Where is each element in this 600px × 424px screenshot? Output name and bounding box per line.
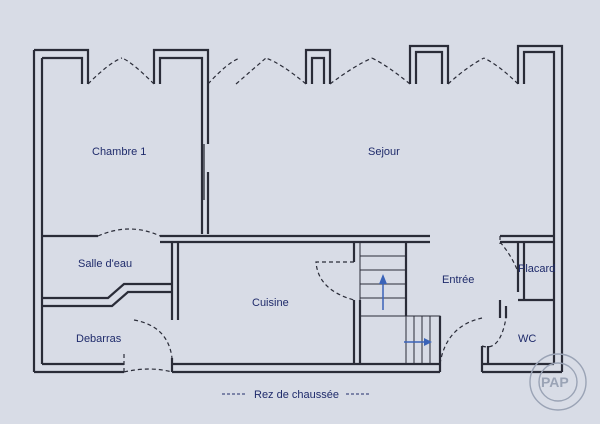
room-labels: Chambre 1 Sejour Salle d'eau Cuisine Ent…	[76, 146, 555, 345]
outer-walls	[32, 44, 564, 374]
label-wc: WC	[518, 333, 536, 345]
door-swings	[97, 228, 519, 373]
label-cuisine: Cuisine	[252, 297, 289, 309]
plan-caption: Rez de chaussée	[222, 389, 370, 401]
interior-walls	[42, 84, 554, 372]
pap-stamp-logo: PAP	[529, 353, 587, 411]
label-placard: Placard	[518, 263, 555, 275]
window-arcs	[87, 57, 519, 85]
label-chambre: Chambre 1	[92, 146, 146, 158]
caption-text: Rez de chaussée	[254, 389, 339, 401]
label-sejour: Sejour	[368, 146, 400, 158]
label-salle-eau: Salle d'eau	[78, 258, 132, 270]
label-entree: Entrée	[442, 274, 474, 286]
svg-text:PAP: PAP	[541, 374, 569, 390]
staircase	[359, 241, 442, 372]
label-debarras: Debarras	[76, 333, 122, 345]
